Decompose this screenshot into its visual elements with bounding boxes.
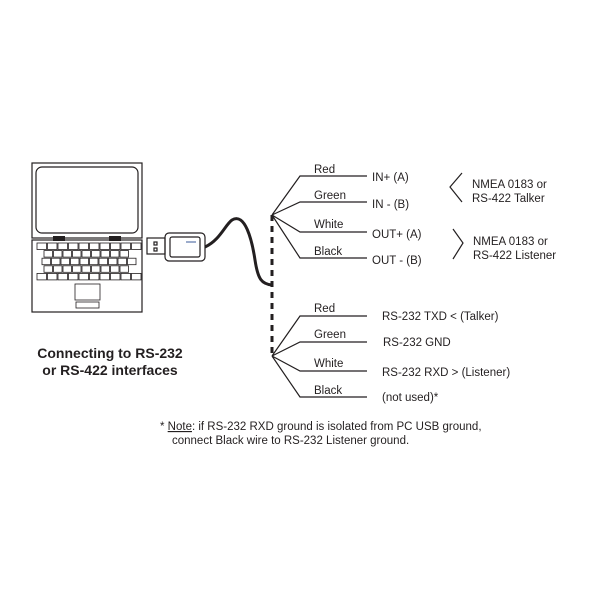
signal-label: RS-232 TXD < (Talker) (382, 311, 499, 323)
cable (204, 217, 273, 287)
keyboard-key (131, 272, 142, 281)
keyboard-key (110, 272, 121, 281)
keyboard-key (117, 257, 127, 266)
keyboard-key (108, 257, 118, 266)
keyboard-key (89, 272, 100, 281)
keyboard-key (68, 242, 79, 250)
keyboard-key (78, 272, 89, 281)
keyboard-key (110, 242, 121, 250)
bracket-right-icon (452, 228, 464, 260)
wire-label-white: White (314, 219, 343, 231)
keyboard-key (62, 250, 72, 258)
wire-label-black: Black (314, 246, 342, 258)
wire-label-green: Green (314, 329, 346, 341)
keyboard-key (47, 242, 58, 250)
keyboard-key (53, 265, 63, 273)
keyboard-key (99, 242, 110, 250)
keyboard-key (47, 272, 58, 281)
rs422-wire-group: Red Green White Black IN+ (A) IN - (B) O… (271, 164, 556, 267)
keyboard-key (89, 257, 99, 266)
diagram-title: or RS-422 interfaces (42, 362, 178, 378)
signal-label: OUT - (B) (372, 255, 422, 267)
keyboard-key (131, 242, 142, 250)
keyboard-key (100, 265, 110, 273)
keyboard-key (53, 250, 63, 258)
keyboard-key (89, 242, 100, 250)
keyboard-key (91, 250, 101, 258)
keyboard-key (81, 265, 91, 273)
bracket-left-icon (449, 172, 463, 203)
wire-label-white: White (314, 358, 343, 370)
signal-label: OUT+ (A) (372, 229, 422, 241)
keyboard-key (57, 242, 68, 250)
note-text: : if RS-232 RXD ground is isolated from … (192, 421, 482, 433)
keyboard-key (79, 257, 89, 266)
keyboard-key (100, 250, 110, 258)
talker-label: RS-422 Talker (472, 193, 545, 205)
signal-label: (not used)* (382, 392, 439, 404)
keyboard-key (119, 250, 129, 258)
note-label: Note (168, 421, 192, 433)
talker-label: NMEA 0183 or (472, 179, 547, 191)
keyboard-key (98, 257, 108, 266)
signal-label: RS-232 GND (383, 337, 451, 349)
keyboard-key (72, 250, 82, 258)
wire-label-green: Green (314, 190, 346, 202)
signal-label: IN - (B) (372, 199, 409, 211)
signal-label: IN+ (A) (372, 172, 409, 184)
keyboard-key (62, 265, 72, 273)
diagram-title: Connecting to RS-232 (37, 345, 183, 361)
keyboard-key (43, 265, 53, 273)
keyboard-key (127, 257, 137, 266)
listener-label: NMEA 0183 or (473, 236, 548, 248)
signal-label: RS-232 RXD > (Listener) (382, 367, 510, 379)
keyboard-key (91, 265, 101, 273)
rs232-wire-group: Red Green White Black RS-232 TXD < (Talk… (271, 303, 510, 404)
keyboard-key (119, 265, 129, 273)
footnote: * Note: if RS-232 RXD ground is isolated… (160, 421, 482, 433)
keyboard-key (110, 265, 120, 273)
keyboard-key (57, 272, 68, 281)
wire-label-black: Black (314, 385, 342, 397)
keyboard-key (120, 272, 131, 281)
laptop-illustration (31, 162, 143, 313)
keyboard-key (99, 272, 110, 281)
keyboard-key (68, 272, 79, 281)
keyboard-key (41, 257, 51, 266)
wire-label-red: Red (314, 164, 335, 176)
keyboard-key (70, 257, 80, 266)
keyboard-key (81, 250, 91, 258)
footnote: connect Black wire to RS-232 Listener gr… (172, 435, 409, 447)
keyboard-key (110, 250, 120, 258)
keyboard-key (36, 242, 47, 250)
keyboard-key (60, 257, 70, 266)
keyboard-key (78, 242, 89, 250)
keyboard-key (43, 250, 53, 258)
keyboard-key (36, 272, 47, 281)
wire-label-red: Red (314, 303, 335, 315)
keyboard-key (72, 265, 82, 273)
keyboard-key (51, 257, 61, 266)
listener-label: RS-422 Listener (473, 250, 556, 262)
note-prefix: * (160, 421, 168, 433)
usb-adapter-illustration (146, 232, 206, 262)
keyboard-key (120, 242, 131, 250)
